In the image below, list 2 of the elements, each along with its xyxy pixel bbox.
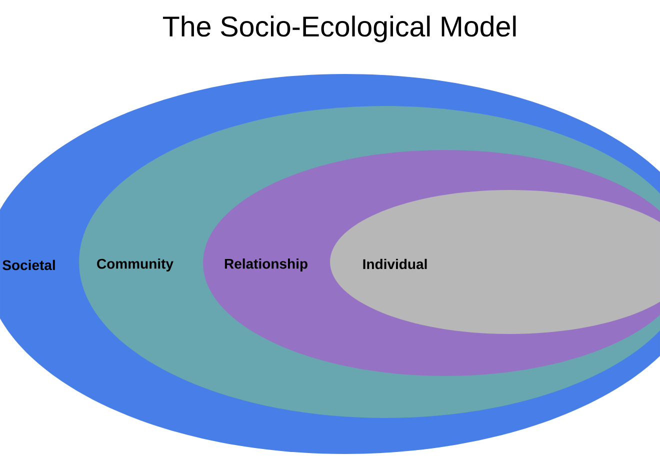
- ellipse-layer: Individual: [330, 190, 660, 334]
- title: The Socio-Ecological Model: [163, 16, 516, 42]
